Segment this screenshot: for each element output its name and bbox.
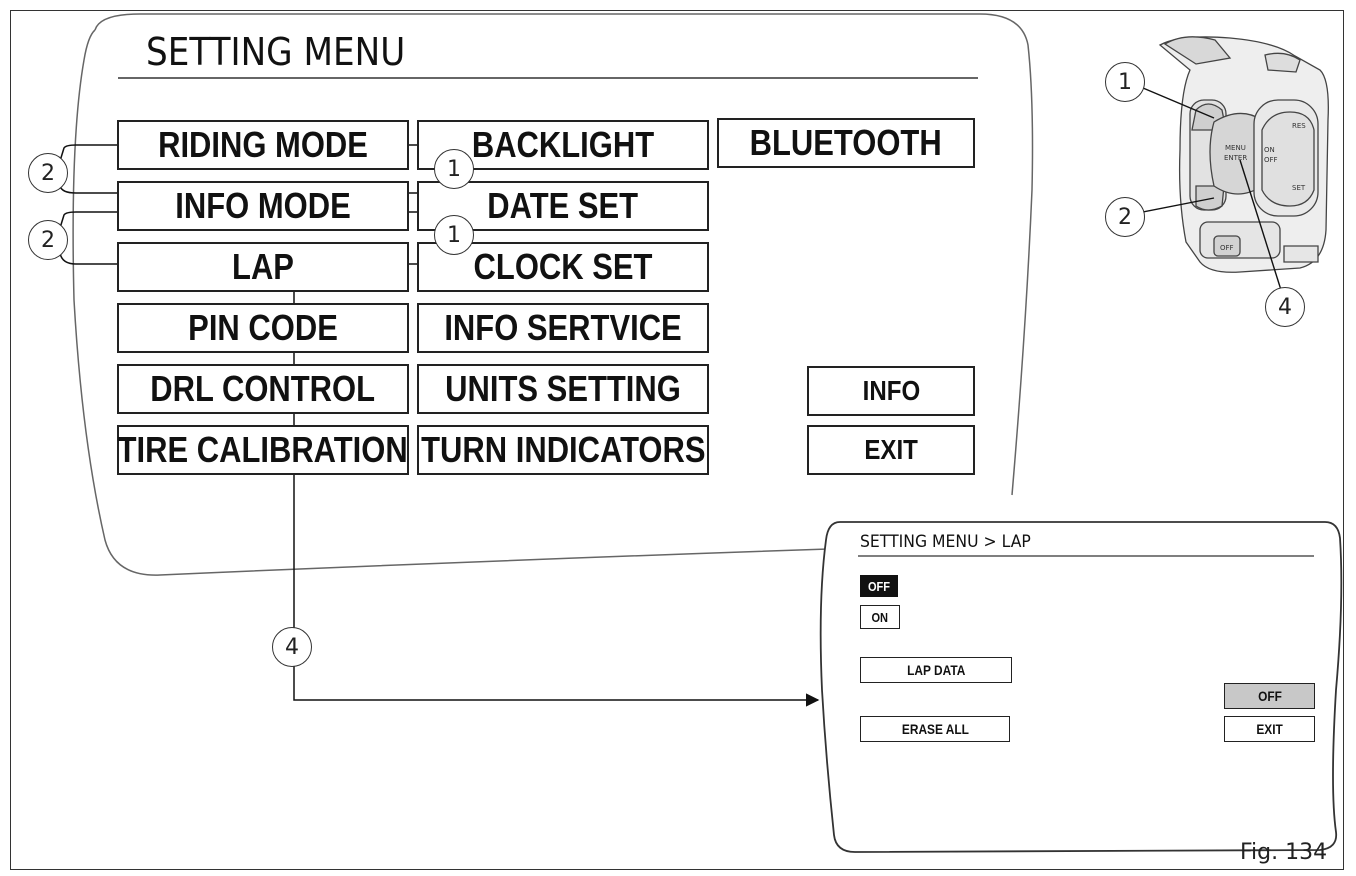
device-text: MENU ENTER RES SET ON OFF OFF	[1220, 122, 1306, 252]
menu-item-label: BACKLIGHT	[471, 124, 655, 165]
device-label-set: SET	[1292, 184, 1306, 192]
menu-item-label: INFO SERTVICE	[444, 307, 682, 348]
erase-all-button[interactable]: ERASE ALL	[860, 716, 1010, 742]
info-button[interactable]: INFO	[807, 366, 975, 416]
menu-item-tire-calibration[interactable]: TIRE CALIBRATION	[117, 425, 409, 475]
button-label: EXIT	[1256, 721, 1283, 737]
sub-exit-button[interactable]: EXIT	[1224, 716, 1315, 742]
menu-item-info-mode[interactable]: INFO MODE	[117, 181, 409, 231]
menu-item-label: PIN CODE	[188, 307, 338, 348]
info-button-label: INFO	[862, 375, 920, 406]
handlebar-switch-drawing	[1158, 36, 1329, 273]
button-label: ERASE ALL	[901, 721, 969, 737]
menu-item-pin-code[interactable]: PIN CODE	[117, 303, 409, 353]
callout-4-leader: 4	[272, 627, 312, 667]
figure-frame	[10, 10, 1344, 870]
callout-2-upper: 2	[28, 153, 68, 193]
figure-label: Fig. 134	[1240, 840, 1328, 865]
menu-item-label: TURN INDICATORS	[420, 429, 706, 470]
sub-screen-title: SETTING MENU > LAP	[860, 532, 1031, 552]
callout-1-device: 1	[1105, 62, 1145, 102]
sub-off-button[interactable]: OFF	[1224, 683, 1315, 709]
option-label: OFF	[867, 578, 891, 594]
exit-button[interactable]: EXIT	[807, 425, 975, 475]
menu-item-label: LAP	[232, 246, 294, 287]
menu-item-label: DRL CONTROL	[150, 368, 376, 409]
button-label: OFF	[1257, 688, 1282, 704]
device-label-on: ON	[1264, 146, 1275, 154]
lap-data-button[interactable]: LAP DATA	[860, 657, 1012, 683]
callout-4-device: 4	[1265, 287, 1305, 327]
menu-item-info-service[interactable]: INFO SERTVICE	[417, 303, 709, 353]
main-screen-outline	[72, 13, 1034, 576]
menu-item-turn-indicators[interactable]: TURN INDICATORS	[417, 425, 709, 475]
exit-button-label: EXIT	[864, 434, 918, 465]
device-label-enter: ENTER	[1224, 154, 1247, 162]
menu-item-label: UNITS SETTING	[445, 368, 681, 409]
option-off-selected[interactable]: OFF	[860, 575, 898, 597]
menu-item-riding-mode[interactable]: RIDING MODE	[117, 120, 409, 170]
menu-item-label: BLUETOOTH	[749, 122, 943, 163]
option-on[interactable]: ON	[860, 605, 900, 629]
callout-1-lower: 1	[434, 215, 474, 255]
callout-2-lower: 2	[28, 220, 68, 260]
callout-1-upper: 1	[434, 149, 474, 189]
device-label-res: RES	[1292, 122, 1306, 130]
menu-item-drl-control[interactable]: DRL CONTROL	[117, 364, 409, 414]
menu-item-units-setting[interactable]: UNITS SETTING	[417, 364, 709, 414]
menu-item-label: CLOCK SET	[473, 246, 653, 287]
device-label-menu: MENU	[1225, 144, 1246, 152]
option-label: ON	[871, 609, 889, 625]
menu-item-bluetooth[interactable]: BLUETOOTH	[717, 118, 975, 168]
main-screen-title: SETTING MENU	[146, 30, 406, 74]
menu-item-lap[interactable]: LAP	[117, 242, 409, 292]
menu-item-label: TIRE CALIBRATION	[117, 429, 409, 470]
callout-2-device: 2	[1105, 197, 1145, 237]
menu-item-label: DATE SET	[487, 185, 639, 226]
menu-item-label: RIDING MODE	[158, 124, 368, 165]
device-label-off: OFF	[1264, 156, 1278, 164]
device-label-off-switch: OFF	[1220, 244, 1234, 252]
button-label: LAP DATA	[906, 662, 966, 678]
sub-screen-outline	[819, 521, 1343, 853]
menu-item-label: INFO MODE	[175, 185, 351, 226]
